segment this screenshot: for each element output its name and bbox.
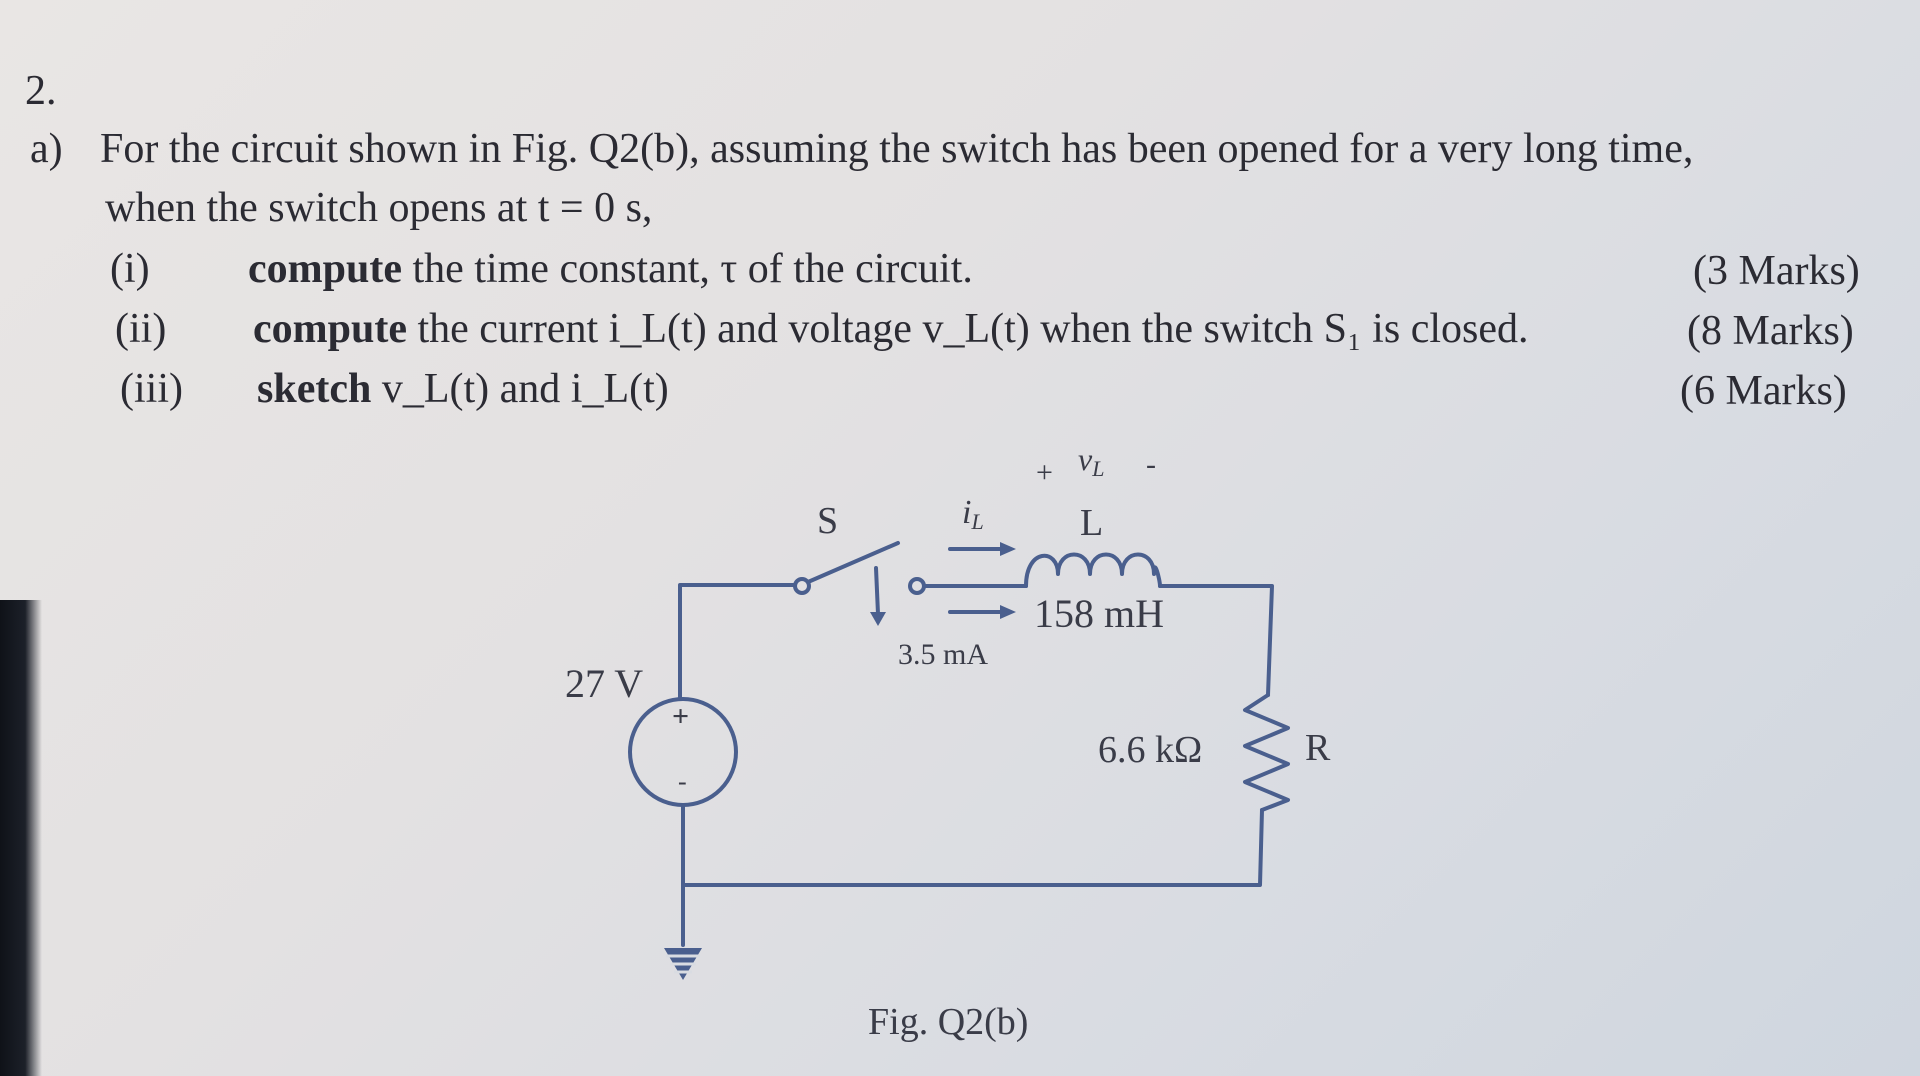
item-2-marks: (8 Marks) [1687, 308, 1854, 354]
question-line-1: For the circuit shown in Fig. Q2(b), ass… [100, 126, 1694, 172]
item-3-number: (iii) [120, 366, 183, 412]
item-3-marks: (6 Marks) [1680, 368, 1847, 414]
current-label-sub: L [970, 509, 983, 534]
question-number: 2. [25, 68, 57, 114]
switch-arrow-stem [874, 566, 880, 616]
switch-label: S [817, 500, 838, 542]
initial-current-value: 3.5 mA [898, 638, 988, 671]
wire-left-top [678, 583, 797, 700]
source-value: 27 V [565, 661, 643, 706]
vl-label: vL [1078, 441, 1104, 481]
item-1-marks: (3 Marks) [1693, 248, 1860, 294]
figure-caption: Fig. Q2(b) [868, 1001, 1028, 1043]
vl-plus: + [1036, 456, 1053, 489]
switch-blade [806, 541, 900, 584]
vl-minus: - [1146, 448, 1156, 481]
switch-right-terminal [908, 577, 926, 595]
photo-dark-edge [0, 600, 42, 1076]
wire-right-top [1158, 584, 1274, 697]
switch-arrow-head [870, 612, 886, 626]
item-3-verb: sketch [257, 366, 372, 412]
vl-label-sub: L [1091, 456, 1104, 481]
resistor-label: R [1305, 727, 1331, 769]
inductor-coil [1024, 552, 1162, 588]
item-2-text: compute the current i_L(t) and voltage v… [253, 308, 1529, 350]
item-3-text: sketch v_L(t) and i_L(t) [257, 368, 669, 410]
item-1-rest: the time constant, τ of the circuit. [401, 246, 973, 292]
source-minus: - [678, 767, 687, 796]
vl-label-main: v [1078, 441, 1093, 477]
item-2-number: (ii) [115, 306, 167, 352]
current-arrow-head [1000, 542, 1016, 556]
source-plus: + [672, 700, 689, 733]
resistor-value: 6.6 kΩ [1098, 729, 1202, 771]
current-label: iL [962, 494, 984, 534]
question-line-2: when the switch opens at t = 0 s, [105, 185, 653, 231]
item-1-verb: compute [248, 246, 402, 292]
resistor-zigzag [1243, 693, 1290, 812]
current-label-main: i [962, 494, 971, 531]
inductor-value: 158 mH [1034, 591, 1164, 636]
item-3-rest: v_L(t) and i_L(t) [371, 366, 669, 412]
switch-left-terminal [793, 577, 811, 595]
inductor-label: L [1080, 502, 1103, 544]
item-2-rest: the current i_L(t) and voltage v_L(t) wh… [406, 306, 1529, 352]
initial-current-arrow-head [1000, 605, 1016, 619]
item-1-number: (i) [110, 246, 150, 292]
item-1-text: compute the time constant, τ of the circ… [248, 248, 973, 290]
part-label: a) [30, 126, 63, 172]
item-2-verb: compute [253, 306, 407, 352]
wire-bottom [681, 804, 1264, 887]
